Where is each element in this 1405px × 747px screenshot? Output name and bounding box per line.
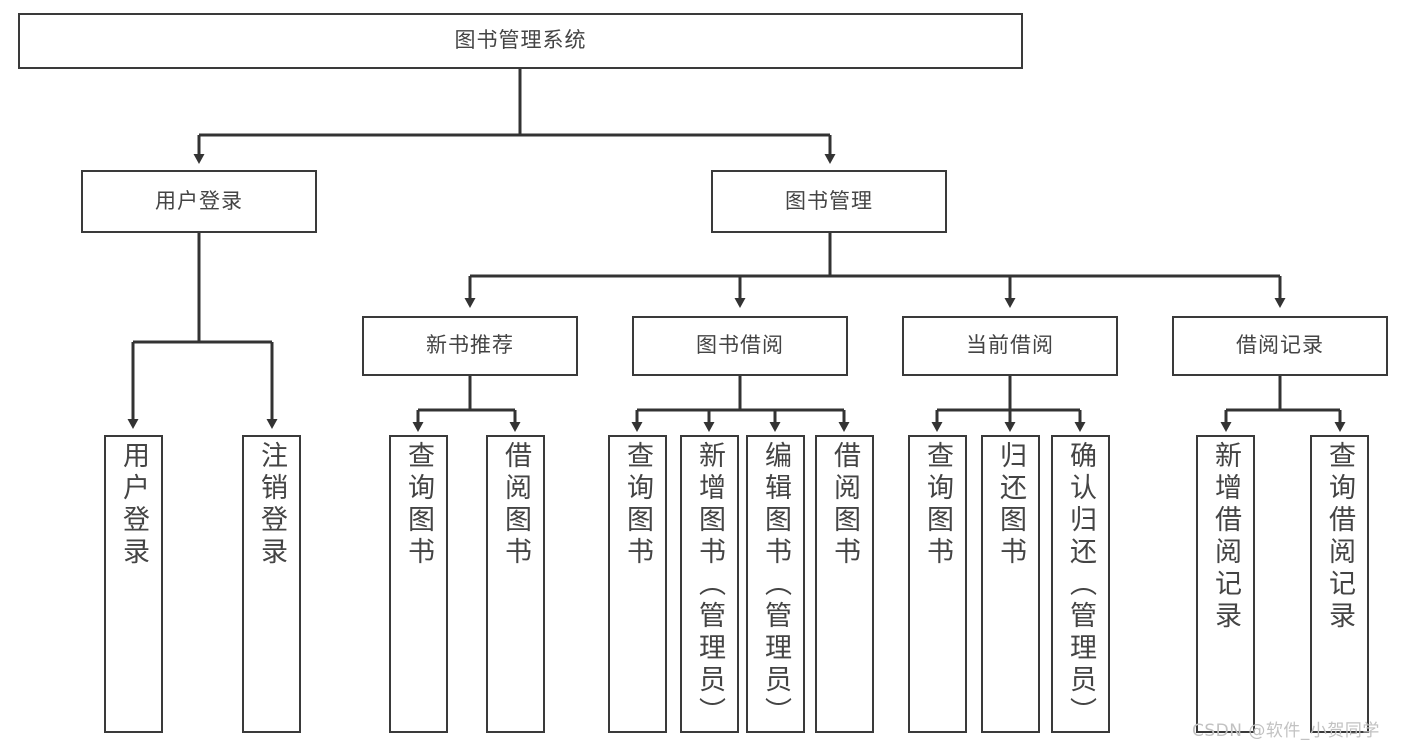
node-label: 新书推荐: [426, 333, 514, 358]
node-label: 图书借阅: [696, 333, 784, 358]
leaf-borrow-books[interactable]: 借阅图书: [815, 435, 874, 733]
leaf-borrow-books-recommend[interactable]: 借阅图书: [486, 435, 545, 733]
node-label: 新增图书（管理员）: [694, 441, 725, 729]
node-borrowing-record[interactable]: 借阅记录: [1172, 316, 1388, 376]
node-label: 用户登录: [118, 441, 149, 569]
node-label: 归还图书: [995, 441, 1026, 569]
node-label: 图书管理: [785, 188, 873, 213]
leaf-add-book-admin[interactable]: 新增图书（管理员）: [680, 435, 739, 733]
node-label: 注销登录: [256, 441, 287, 569]
node-label: 查询借阅记录: [1324, 441, 1355, 633]
node-label: 借阅图书: [500, 441, 531, 569]
leaf-logout[interactable]: 注销登录: [242, 435, 301, 733]
node-label: 图书管理系统: [454, 28, 587, 53]
leaf-user-login[interactable]: 用户登录: [104, 435, 163, 733]
node-current-borrowing[interactable]: 当前借阅: [902, 316, 1118, 376]
node-root-library-management-system[interactable]: 图书管理系统: [18, 13, 1023, 69]
leaf-add-borrow-record[interactable]: 新增借阅记录: [1196, 435, 1255, 733]
leaf-query-borrow-record[interactable]: 查询借阅记录: [1310, 435, 1369, 733]
node-label: 借阅图书: [829, 441, 860, 569]
csdn-watermark: CSDN @软件_小贺同学: [1192, 721, 1380, 741]
node-label: 查询图书: [403, 441, 434, 569]
leaf-query-books-borrow[interactable]: 查询图书: [608, 435, 667, 733]
node-label: 编辑图书（管理员）: [760, 441, 791, 729]
node-book-borrowing[interactable]: 图书借阅: [632, 316, 848, 376]
node-new-book-recommendation[interactable]: 新书推荐: [362, 316, 578, 376]
node-label: 借阅记录: [1236, 333, 1324, 358]
node-label: 当前借阅: [966, 333, 1054, 358]
node-user-login[interactable]: 用户登录: [81, 170, 317, 233]
leaf-return-books[interactable]: 归还图书: [981, 435, 1040, 733]
node-label: 新增借阅记录: [1210, 441, 1241, 633]
node-label: 查询图书: [922, 441, 953, 569]
leaf-confirm-return-admin[interactable]: 确认归还（管理员）: [1051, 435, 1110, 733]
leaf-query-books-current[interactable]: 查询图书: [908, 435, 967, 733]
node-label: 确认归还（管理员）: [1065, 441, 1096, 729]
leaf-edit-book-admin[interactable]: 编辑图书（管理员）: [746, 435, 805, 733]
node-label: 用户登录: [155, 188, 243, 213]
node-label: 查询图书: [622, 441, 653, 569]
node-book-management[interactable]: 图书管理: [711, 170, 947, 233]
leaf-query-books-recommend[interactable]: 查询图书: [389, 435, 448, 733]
